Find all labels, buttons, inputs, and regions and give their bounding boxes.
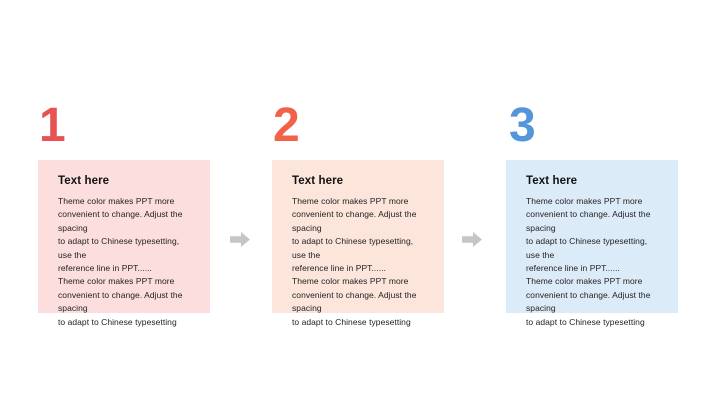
step-1-card: Text here Theme color makes PPT more con… [38,160,210,327]
arrow-right-icon [230,232,250,247]
step-2-heading: Text here [292,175,344,187]
step-1-body-text: Theme color makes PPT more convenient to… [58,196,183,327]
step-3-number: 3 [509,99,536,152]
step-3-body-text: Theme color makes PPT more convenient to… [526,196,651,327]
step-2-card: Text here Theme color makes PPT more con… [272,160,444,327]
step-2-number: 2 [273,99,300,152]
step-2-body-text: Theme color makes PPT more convenient to… [292,196,417,327]
step-3-heading: Text here [526,175,578,187]
arrow-right-icon [462,232,482,247]
step-3-card: Text here Theme color makes PPT more con… [506,160,678,327]
step-1-heading: Text here [58,175,110,187]
step-1-number: 1 [39,99,66,152]
